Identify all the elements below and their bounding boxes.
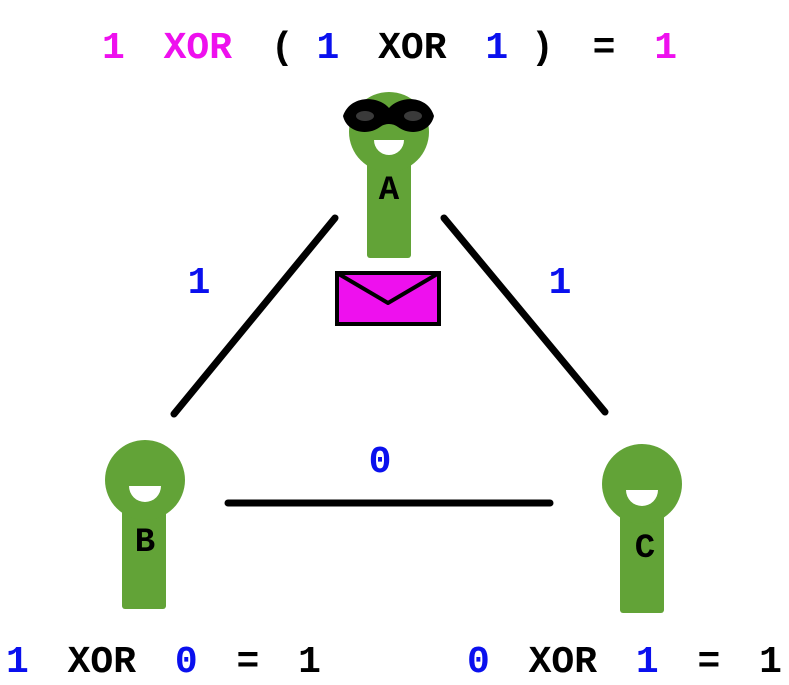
left-eq-y: 0 <box>175 641 198 684</box>
person-b: B <box>105 440 185 609</box>
right-eq-x: 0 <box>467 641 490 684</box>
top-eq-lparen: ( <box>271 27 294 70</box>
left-eq-op: XOR <box>68 641 137 684</box>
right-equation: 0 XOR 1 = 1 <box>467 641 782 684</box>
top-eq-equals: = <box>593 27 616 70</box>
edge-ab-line <box>170 214 339 418</box>
top-eq-op1: XOR <box>164 27 233 70</box>
top-eq-b: 1 <box>316 27 339 70</box>
person-c-label: C <box>635 530 655 568</box>
top-eq-result: 1 <box>654 27 677 70</box>
person-a-smile <box>374 140 404 155</box>
right-eq-y: 1 <box>636 641 659 684</box>
left-equation: 1 XOR 0 = 1 <box>6 641 321 684</box>
envelope-icon <box>335 271 441 326</box>
person-c-head <box>602 444 682 524</box>
person-c-smile <box>626 490 658 506</box>
left-eq-x: 1 <box>6 641 29 684</box>
edge-ac-label: 1 <box>549 262 572 305</box>
top-eq-op2: XOR <box>378 27 447 70</box>
right-eq-equals: = <box>697 641 720 684</box>
top-equation: 1 XOR ( 1 XOR 1 ) = 1 <box>102 27 677 70</box>
edge-ab-label: 1 <box>188 262 211 305</box>
person-a-label: A <box>379 172 400 210</box>
top-eq-c: 1 <box>485 27 508 70</box>
person-b-label: B <box>135 524 155 562</box>
left-eq-result: 1 <box>298 641 321 684</box>
left-eq-equals: = <box>236 641 259 684</box>
top-eq-rparen: ) <box>531 27 554 70</box>
person-c: C <box>602 444 682 613</box>
edge-ac-line <box>440 214 609 416</box>
top-eq-a: 1 <box>102 27 125 70</box>
mask-icon <box>343 99 434 132</box>
person-b-head <box>105 440 185 520</box>
edge-bc-label: 0 <box>369 441 392 484</box>
right-eq-result: 1 <box>759 641 782 684</box>
person-b-smile <box>129 486 161 502</box>
person-a: A <box>343 92 434 258</box>
right-eq-op: XOR <box>529 641 598 684</box>
